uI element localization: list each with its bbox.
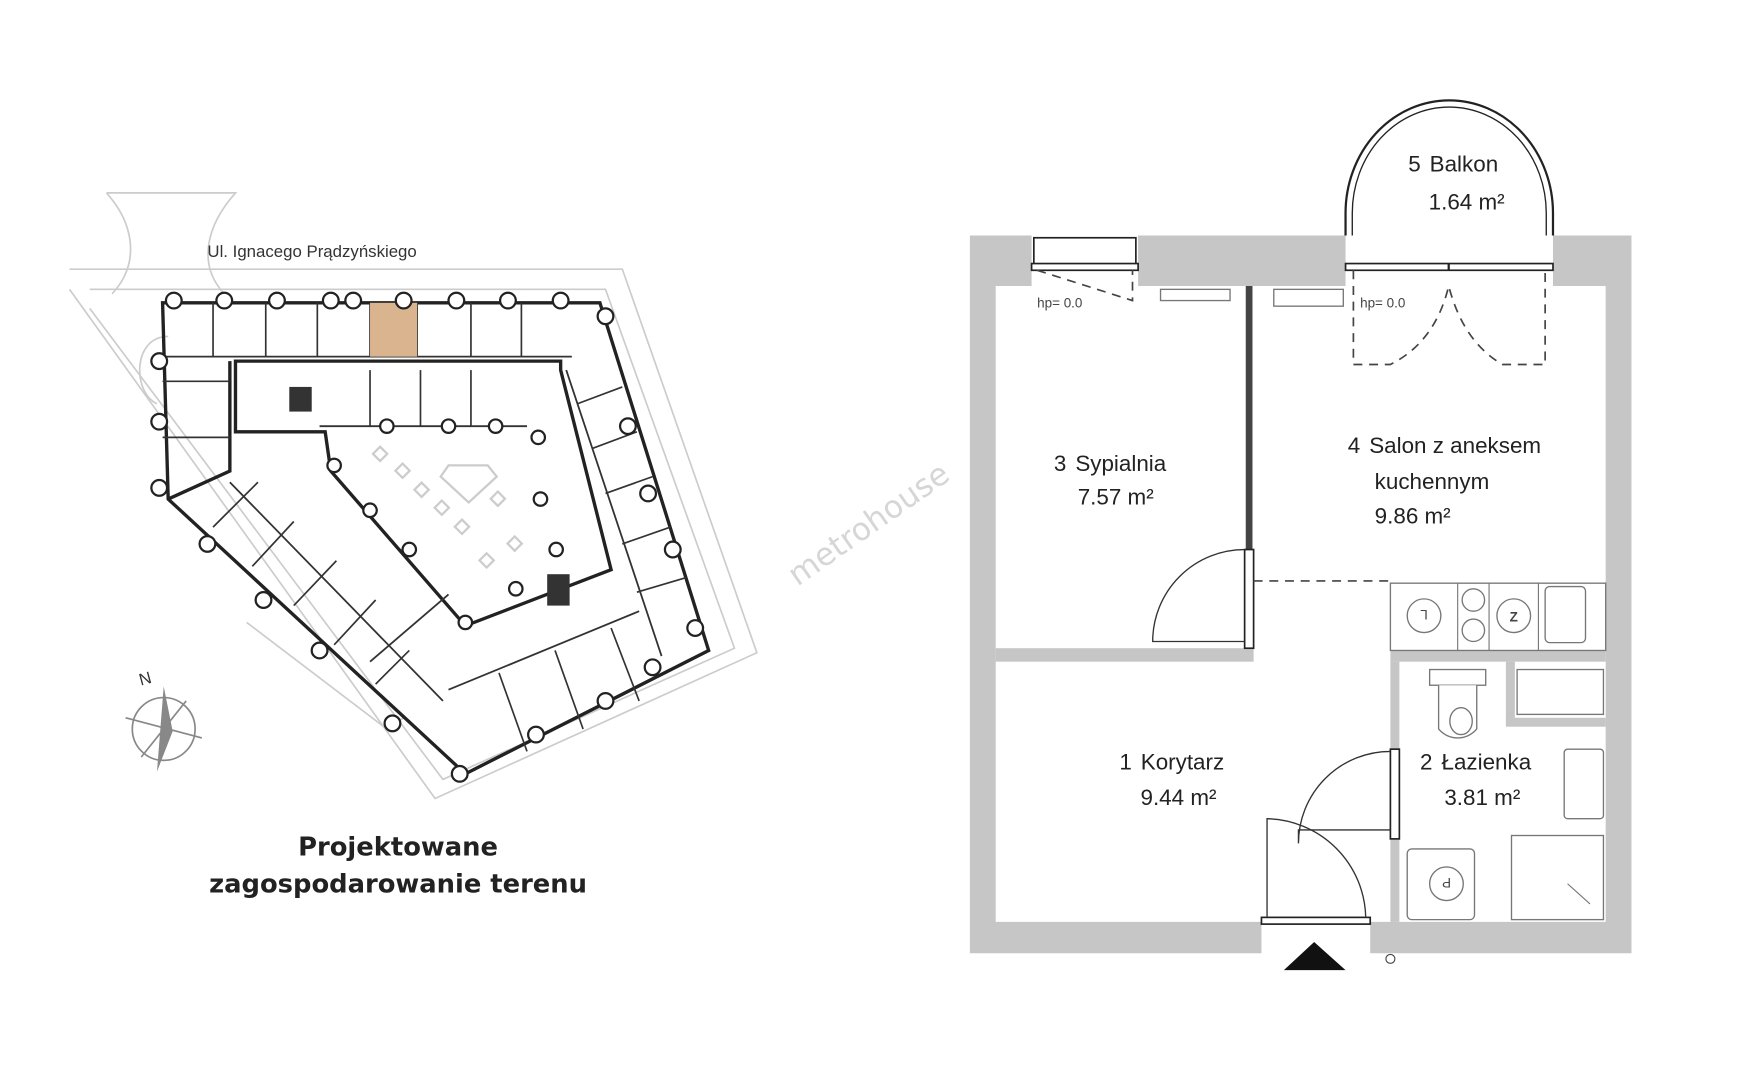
- window-left: [1030, 236, 1139, 302]
- toilet-icon: [1428, 668, 1487, 686]
- site-plan-title-line2: zagospodarowanie terenu: [209, 870, 587, 900]
- radiator-icon: [1273, 288, 1344, 307]
- diamond-logo-icon: [439, 464, 499, 504]
- balcony: [1344, 99, 1555, 236]
- shower-icon: [1510, 834, 1605, 921]
- balcony-door[interactable]: [1344, 262, 1554, 366]
- room-dividers: [162, 302, 687, 752]
- kitchen-counter: L Z: [1389, 582, 1607, 652]
- dishwasher-icon: [1406, 598, 1442, 634]
- room-2-area: 3.81 m²: [1444, 785, 1520, 810]
- room-1-area: 9.44 m²: [1140, 785, 1216, 810]
- stairwell-icon: [289, 386, 570, 606]
- room-4-name-line2: kuchennym: [1375, 469, 1490, 494]
- courtyard-pattern: [371, 445, 524, 570]
- site-plan: Ul. Ignacego Prądzyńskiego: [68, 192, 758, 900]
- room-4-area: 9.86 m²: [1375, 504, 1451, 529]
- street-label: Ul. Ignacego Prądzyńskiego: [207, 242, 416, 261]
- stove-icon: [1461, 588, 1486, 612]
- entrance-door[interactable]: [1260, 818, 1396, 971]
- building-outline: [160, 301, 711, 776]
- window-height-label: hp= 0.0: [1037, 295, 1082, 310]
- bathroom-fixtures: P: [1406, 668, 1605, 921]
- radiator-icon: [1159, 288, 1231, 302]
- meter-icon: [1385, 953, 1396, 964]
- entrance-arrow-icon: [1283, 942, 1346, 971]
- washbasin-icon: [1563, 748, 1605, 820]
- bathtub-icon: [1516, 668, 1605, 716]
- svg-text:Z: Z: [1510, 609, 1518, 624]
- bedroom-door[interactable]: [1152, 548, 1255, 650]
- kitchen-sink-icon: [1544, 585, 1587, 644]
- window-height-label: hp= 0.0: [1360, 295, 1405, 310]
- room-3-area: 7.57 m²: [1078, 485, 1154, 510]
- fridge-icon: [1496, 598, 1532, 634]
- svg-text:P: P: [1442, 875, 1451, 890]
- room-5-area: 1.64 m²: [1429, 190, 1505, 215]
- highlighted-apartment[interactable]: [370, 302, 418, 357]
- site-plan-title-line1: Projektowane: [298, 833, 498, 863]
- balcony-markers: [150, 291, 705, 783]
- bathroom-door[interactable]: [1297, 748, 1401, 844]
- floor-plan: hp= 0.0 hp= 0.0 L Z: [969, 99, 1632, 971]
- watermark: metrohouse: [781, 456, 956, 593]
- compass-north-label: N: [137, 668, 154, 690]
- svg-text:L: L: [1420, 607, 1428, 622]
- compass-icon: N: [125, 668, 203, 772]
